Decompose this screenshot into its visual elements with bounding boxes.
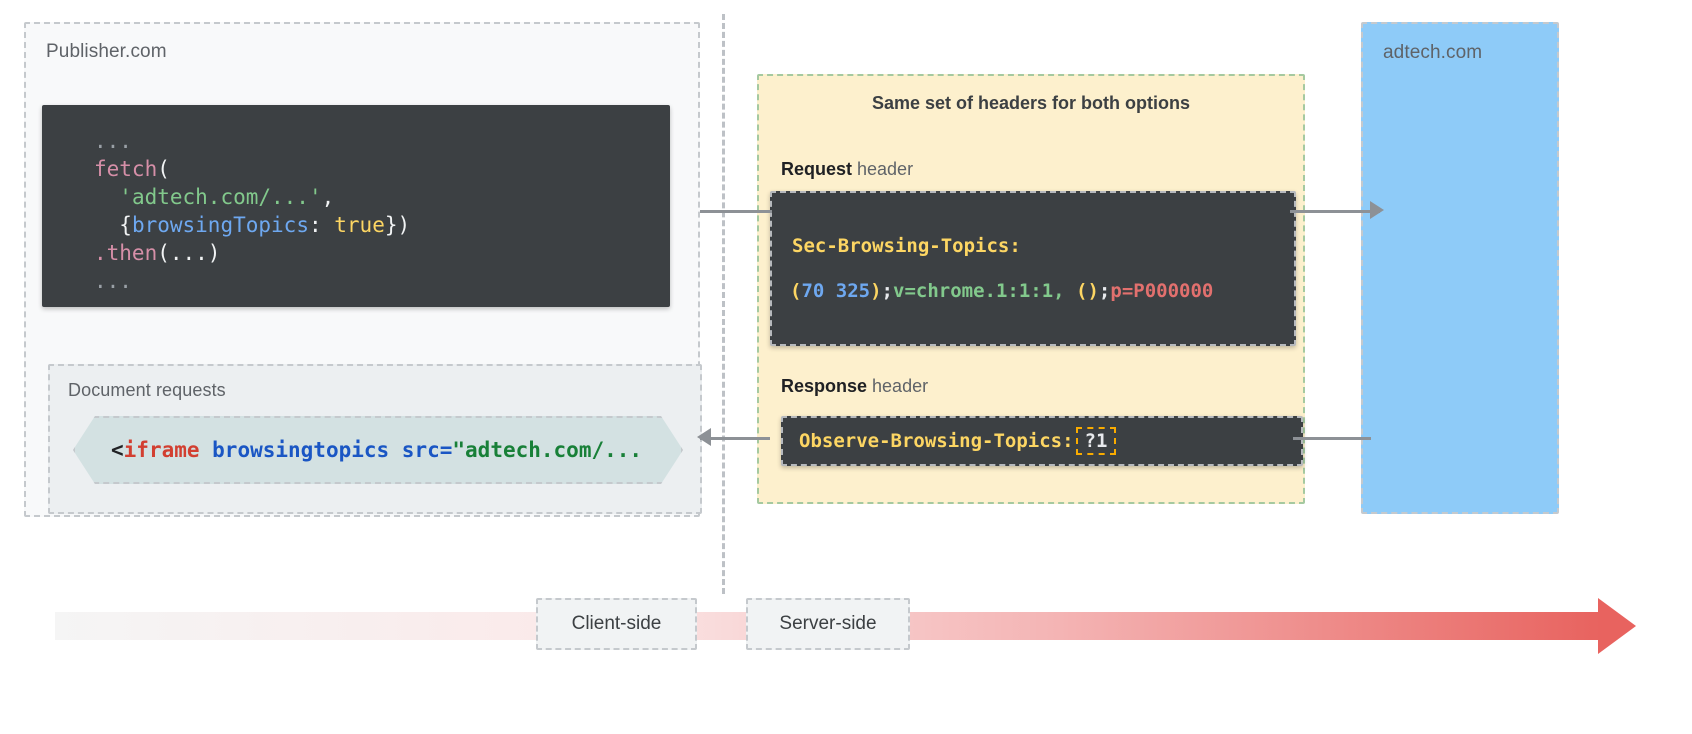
arrow-request-to-adtech [1290,210,1380,213]
code-line-dots-top: ... [42,127,670,155]
code-token-comma: , [321,185,335,209]
client-side-chip: Client-side [536,598,697,650]
server-side-chip: Server-side [746,598,910,650]
iframe-token-tag: iframe [123,438,200,462]
code-token-then-args: (...) [157,241,221,265]
publisher-panel: Publisher.com ... fetch( 'adtech.com/...… [24,22,702,517]
request-header-label: Request header [781,159,913,180]
response-header-line: Observe-Browsing-Topics:?1 [783,427,1117,455]
code-token-dots-end: ... [94,269,132,293]
code-line-dots-bottom: ... [42,267,670,295]
code-token-open-paren: ( [157,157,170,181]
adtech-panel: adtech.com [1361,22,1559,514]
document-requests-panel: Document requests <iframe browsingtopics… [48,364,702,514]
code-token-true: true [334,213,385,237]
fetch-code-block: ... fetch( 'adtech.com/...', {browsingTo… [42,105,670,307]
response-label-bold: Response [781,376,868,396]
value-token-semicolon-2: ; [1098,280,1111,302]
value-token-paren-close: ) [870,280,882,302]
code-token-fetch: fetch [94,157,158,181]
arrow-adtech-to-response [1293,437,1371,440]
headers-panel-title: Same set of headers for both options [871,93,1191,113]
response-header-label: Response header [781,376,928,397]
arrow-response-to-publisher [700,437,770,440]
value-token-semicolon-1: ; [881,280,893,302]
request-header-box: Sec-Browsing-Topics: (70 325);v=chrome.1… [770,191,1296,346]
iframe-token-attrs: browsingtopics src= [199,438,453,462]
iframe-token-lt: < [111,438,124,462]
code-line-fetch: fetch( [42,155,670,183]
code-token-colon: : [308,213,335,237]
iframe-token-src-value: "adtech.com/... [452,438,643,462]
request-label-bold: Request [781,159,853,179]
arrow-head-to-publisher [697,428,711,446]
adtech-title: adtech.com [1383,42,1483,63]
response-header-box: Observe-Browsing-Topics:?1 [781,416,1303,466]
timeline-arrow-head [1598,598,1636,654]
response-header-name: Observe-Browsing-Topics: [799,430,1074,452]
code-token-dots: ... [94,129,132,153]
request-header-value: (70 325);v=chrome.1:1:1, ();p=P000000 [790,280,1213,302]
request-label-rest: header [852,159,914,179]
iframe-code: <iframe browsingtopics src="adtech.com/.… [75,438,642,462]
code-line-url: 'adtech.com/...', [42,183,670,211]
headers-panel: Same set of headers for both options Req… [757,74,1305,504]
value-token-padding: p=P000000 [1110,280,1214,302]
code-line-then: .then(...) [42,239,670,267]
value-token-empty-parens: () [1076,280,1099,302]
iframe-snippet-chip: <iframe browsingtopics src="adtech.com/.… [73,416,683,484]
code-token-then: .then [94,241,158,265]
response-label-rest: header [867,376,929,396]
code-token-brace-open: { [119,213,132,237]
code-token-brace-close: }) [384,213,411,237]
arrow-publisher-to-request [700,210,772,213]
code-token-url: 'adtech.com/...' [119,185,322,209]
value-token-topic-ids: 70 325 [801,280,871,302]
client-server-divider [722,14,725,594]
arrow-head-to-adtech [1370,201,1384,219]
request-header-name: Sec-Browsing-Topics: [792,235,1021,257]
document-requests-title: Document requests [68,380,226,400]
value-token-version: v=chrome.1:1:1, [893,280,1077,302]
code-token-browsingtopics: browsingTopics [131,213,309,237]
code-line-options: {browsingTopics: true}) [42,211,670,239]
value-token-paren-open: ( [790,280,802,302]
publisher-title: Publisher.com [46,41,167,62]
response-header-value-highlight: ?1 [1075,427,1117,455]
